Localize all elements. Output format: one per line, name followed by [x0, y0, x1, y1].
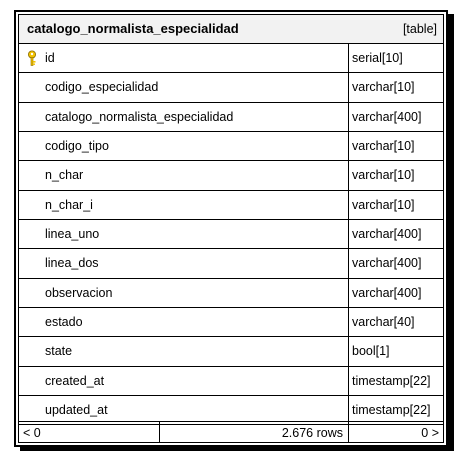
column-divider	[348, 337, 349, 366]
column-name: observacion	[45, 285, 113, 300]
column-divider	[348, 73, 349, 102]
column-type: varchar[10]	[352, 139, 415, 154]
column-type: bool[1]	[352, 344, 390, 359]
next-page[interactable]: 0 >	[421, 426, 439, 440]
column-type: varchar[10]	[352, 197, 415, 212]
column-row[interactable]: linea_dos varchar[400]	[18, 249, 444, 279]
column-type: serial[10]	[352, 51, 403, 65]
column-name: updated_at	[45, 403, 108, 418]
column-name: codigo_especialidad	[45, 80, 159, 95]
primary-key-icon	[28, 50, 36, 66]
column-name: linea_dos	[45, 256, 99, 271]
footer-divider	[348, 422, 349, 442]
column-divider	[348, 308, 349, 337]
column-list: id serial[10] codigo_especialidad varchar[1…	[18, 44, 444, 426]
column-name: id	[45, 51, 55, 65]
column-type: timestamp[22]	[352, 373, 431, 388]
column-type: varchar[400]	[352, 109, 422, 124]
column-name: state	[45, 344, 73, 359]
table-kind: [table]	[402, 22, 437, 36]
column-row[interactable]: n_char varchar[10]	[18, 161, 444, 191]
column-name: estado	[45, 315, 83, 330]
column-row[interactable]: n_char_i varchar[10]	[18, 190, 444, 221]
column-type: varchar[10]	[352, 80, 415, 95]
column-row[interactable]: codigo_tipo varchar[10]	[18, 132, 444, 162]
column-name: n_char	[45, 168, 84, 183]
column-divider	[348, 278, 349, 308]
column-name: linea_uno	[45, 227, 100, 242]
column-row[interactable]: codigo_especialidad varchar[10]	[18, 73, 444, 103]
column-row[interactable]: created_at timestamp[22]	[18, 366, 444, 397]
table-footer: < 0 2.676 rows 0 >	[18, 421, 444, 443]
column-name: codigo_tipo	[45, 139, 109, 154]
column-name: created_at	[45, 373, 105, 388]
column-row[interactable]: updated_at timestamp[22]	[18, 396, 444, 426]
column-divider	[348, 132, 349, 161]
column-type: varchar[400]	[352, 256, 422, 271]
prev-page[interactable]: < 0	[23, 426, 41, 440]
column-type: varchar[10]	[352, 168, 415, 183]
column-divider	[348, 366, 349, 396]
table-header: catalogo_normalista_especialidad [table]	[18, 14, 444, 44]
column-row[interactable]: id serial[10]	[18, 44, 444, 74]
column-name: catalogo_normalista_especialidad	[45, 109, 234, 124]
column-name: n_char_i	[45, 197, 93, 212]
column-row[interactable]: observacion varchar[400]	[18, 278, 444, 309]
column-type: timestamp[22]	[352, 403, 431, 418]
column-divider	[348, 190, 349, 220]
column-divider	[348, 161, 349, 190]
column-divider	[348, 396, 349, 425]
footer-divider	[159, 422, 160, 442]
column-row[interactable]: linea_uno varchar[400]	[18, 220, 444, 250]
column-type: varchar[400]	[352, 227, 422, 242]
column-divider	[348, 44, 349, 73]
column-type: varchar[40]	[352, 315, 415, 330]
table-entity[interactable]: catalogo_normalista_especialidad [table]…	[14, 10, 448, 447]
column-row[interactable]: state bool[1]	[18, 337, 444, 367]
column-row[interactable]: catalogo_normalista_especialidad varchar[…	[18, 102, 444, 133]
row-count: 2.676 rows	[281, 426, 343, 440]
column-divider	[348, 249, 349, 278]
column-type: varchar[400]	[352, 285, 422, 300]
table-title: catalogo_normalista_especialidad	[27, 21, 239, 36]
column-divider	[348, 220, 349, 249]
column-row[interactable]: estado varchar[40]	[18, 308, 444, 338]
column-divider	[348, 102, 349, 132]
